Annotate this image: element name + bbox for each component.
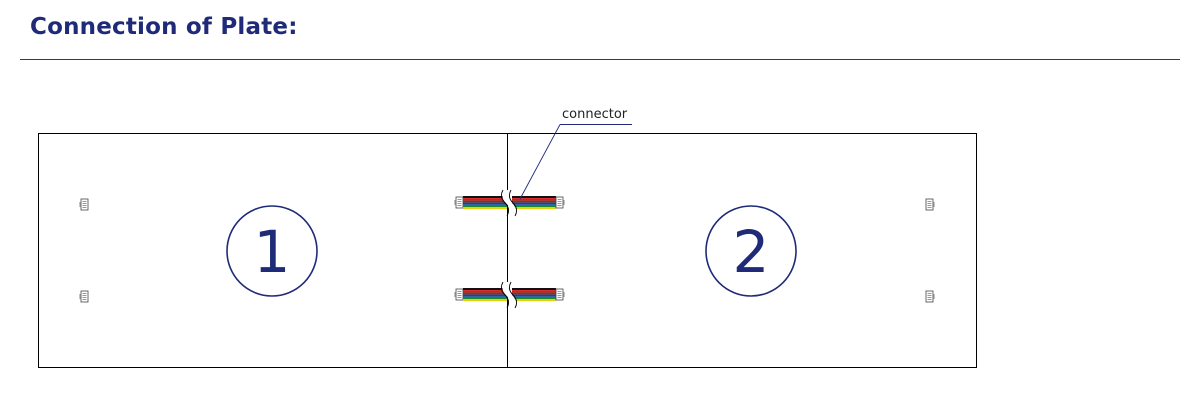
plate-1-socket-top [79, 198, 89, 211]
page-title: Connection of Plate: [30, 14, 298, 40]
plate-2-number: 2 [733, 218, 770, 286]
plate-1-socket-bottom [79, 290, 89, 303]
plate-1-number-circle [226, 205, 318, 297]
plate-2 [507, 133, 977, 368]
connector-cable-top [454, 189, 565, 217]
title-divider [20, 59, 1180, 60]
plate-2-number-circle [705, 205, 797, 297]
connector-cable-bottom [454, 281, 565, 309]
plate-2-socket-top [925, 198, 935, 211]
connector-callout: connector [519, 107, 632, 200]
plate-2-socket-bottom [925, 290, 935, 303]
connector-callout-label: connector [562, 107, 628, 122]
plate-1-number: 1 [254, 218, 291, 286]
